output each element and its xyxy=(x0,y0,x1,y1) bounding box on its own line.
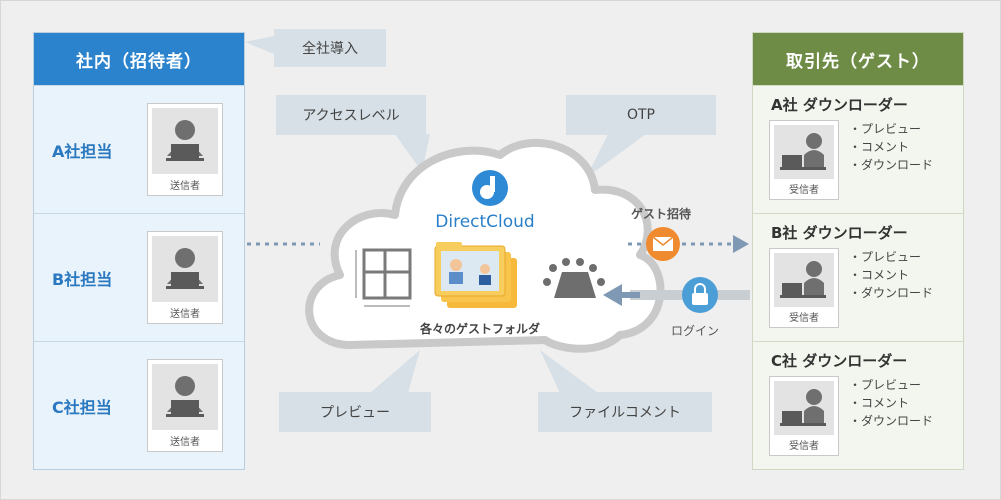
directcloud-logo-icon xyxy=(472,170,508,206)
guest-row-title: B社 ダウンローダー xyxy=(771,224,908,242)
preview-tail xyxy=(370,350,420,393)
host-row-label: A社担当 xyxy=(52,142,113,161)
host-row-label: B社担当 xyxy=(52,270,113,289)
login-label: ログイン xyxy=(671,324,720,338)
host-row-a: A社担当 送信者 xyxy=(34,85,244,213)
guest-row-b: B社 ダウンローダー 受信者 プレビュー コメント ダウンロード xyxy=(753,213,963,341)
guest-row-title: A社 ダウンローダー xyxy=(771,96,908,114)
receiver-card: 受信者 xyxy=(769,120,839,200)
sender-card: 送信者 xyxy=(147,103,223,196)
receiver-caption: 受信者 xyxy=(789,441,819,452)
guest-row-c: C社 ダウンローダー 受信者 プレビュー コメント ダウンロード xyxy=(753,341,963,469)
receiver-card: 受信者 xyxy=(769,376,839,456)
host-row-label: C社担当 xyxy=(52,398,112,417)
guest-row-a: A社 ダウンローダー 受信者 プレビュー コメント ダウンロード xyxy=(753,85,963,213)
guest-row-title: C社 ダウンローダー xyxy=(771,352,908,370)
floor-plan-icon xyxy=(355,248,412,307)
preview-callout: プレビュー xyxy=(279,392,431,432)
person-laptop-icon xyxy=(152,364,218,430)
guest-invite-label: ゲスト招待 xyxy=(631,207,692,221)
company-wide-callout: 全社導入 xyxy=(274,29,386,67)
person-laptop-icon xyxy=(774,381,834,435)
sender-card: 送信者 xyxy=(147,359,223,452)
person-laptop-icon xyxy=(152,108,218,174)
file-comment-callout: ファイルコメント xyxy=(538,392,712,432)
permission-item: ダウンロード xyxy=(849,412,933,430)
receiver-caption: 受信者 xyxy=(789,313,819,324)
person-laptop-icon xyxy=(152,236,218,302)
permission-list: プレビュー コメント ダウンロード xyxy=(849,120,933,174)
sender-caption: 送信者 xyxy=(170,309,200,320)
sender-card: 送信者 xyxy=(147,231,223,324)
lock-icon xyxy=(682,277,718,313)
guest-folder-icon xyxy=(434,242,517,308)
permission-item: ダウンロード xyxy=(849,156,933,174)
person-laptop-icon xyxy=(774,253,834,307)
guest-folder-label: 各々のゲストフォルダ xyxy=(419,322,540,336)
person-laptop-icon xyxy=(774,125,834,179)
file-comment-tail xyxy=(540,350,598,393)
company-wide-tail xyxy=(245,36,274,54)
permission-item: コメント xyxy=(849,266,933,284)
permission-item: コメント xyxy=(849,138,933,156)
sender-caption: 送信者 xyxy=(170,437,200,448)
host-panel-header: 社内（招待者） xyxy=(34,33,244,85)
permission-item: ダウンロード xyxy=(849,284,933,302)
access-level-tail xyxy=(395,134,430,172)
permission-list: プレビュー コメント ダウンロード xyxy=(849,248,933,302)
permission-list: プレビュー コメント ダウンロード xyxy=(849,376,933,430)
receiver-card: 受信者 xyxy=(769,248,839,328)
guest-panel-header: 取引先（ゲスト） xyxy=(753,33,963,85)
host-row-c: C社担当 送信者 xyxy=(34,341,244,469)
guest-panel: 取引先（ゲスト） A社 ダウンローダー 受信者 プレビュー コメント ダウンロー… xyxy=(752,32,964,470)
invite-arrow xyxy=(247,235,749,253)
access-level-callout: アクセスレベル xyxy=(276,95,426,135)
sender-caption: 送信者 xyxy=(170,181,200,192)
otp-callout: OTP xyxy=(566,95,716,135)
permission-item: プレビュー xyxy=(849,120,933,138)
brand-name: DirectCloud xyxy=(435,212,535,232)
permission-item: コメント xyxy=(849,394,933,412)
permission-item: プレビュー xyxy=(849,248,933,266)
host-row-b: B社担当 送信者 xyxy=(34,213,244,341)
permission-item: プレビュー xyxy=(849,376,933,394)
meeting-icon xyxy=(543,258,605,298)
host-panel: 社内（招待者） A社担当 送信者 B社担当 送信者 C社担当 送信者 xyxy=(33,32,245,470)
mail-icon xyxy=(646,227,680,261)
receiver-caption: 受信者 xyxy=(789,185,819,196)
otp-tail xyxy=(586,134,646,178)
